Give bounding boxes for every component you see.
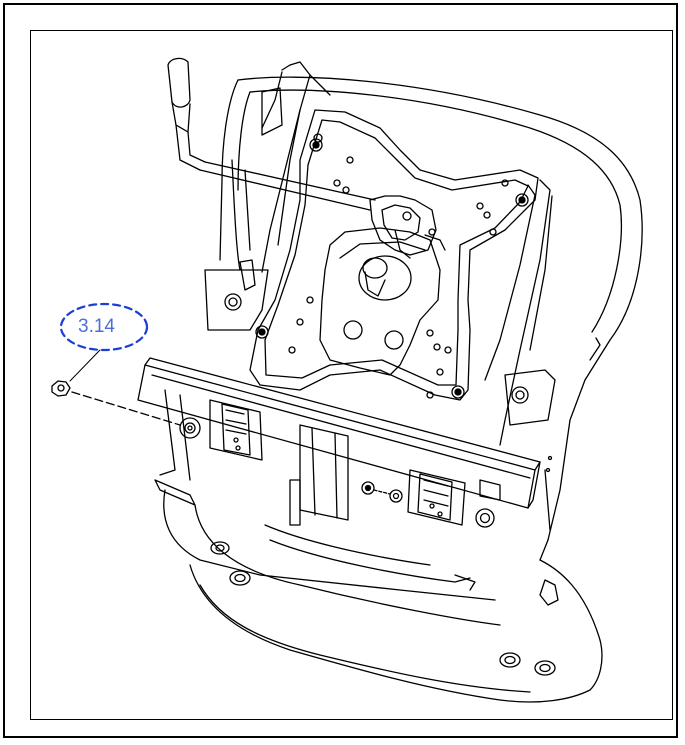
bar-bolts: [179, 417, 495, 528]
callout-label: 3.14: [78, 316, 115, 337]
figure-outer-frame: [3, 3, 678, 738]
left-slide-rail: [204, 61, 331, 331]
front-cross-bar: [137, 357, 541, 509]
callout-bubble: [59, 302, 149, 352]
swivel-mount-plate: [249, 109, 539, 401]
seat-cushion-shell: [163, 489, 603, 703]
callout-leader: [69, 349, 101, 382]
recline-lever-handle: [167, 57, 376, 211]
exploded-nut-3-14: [51, 380, 181, 426]
swivel-mechanism: [319, 195, 446, 376]
cushion-feet-bolts: [210, 541, 559, 676]
lower-slide-channels: [154, 389, 553, 531]
right-slide-rail: [484, 179, 556, 446]
seat-back-shell: [219, 76, 643, 541]
figure-inner-frame: [30, 30, 673, 720]
